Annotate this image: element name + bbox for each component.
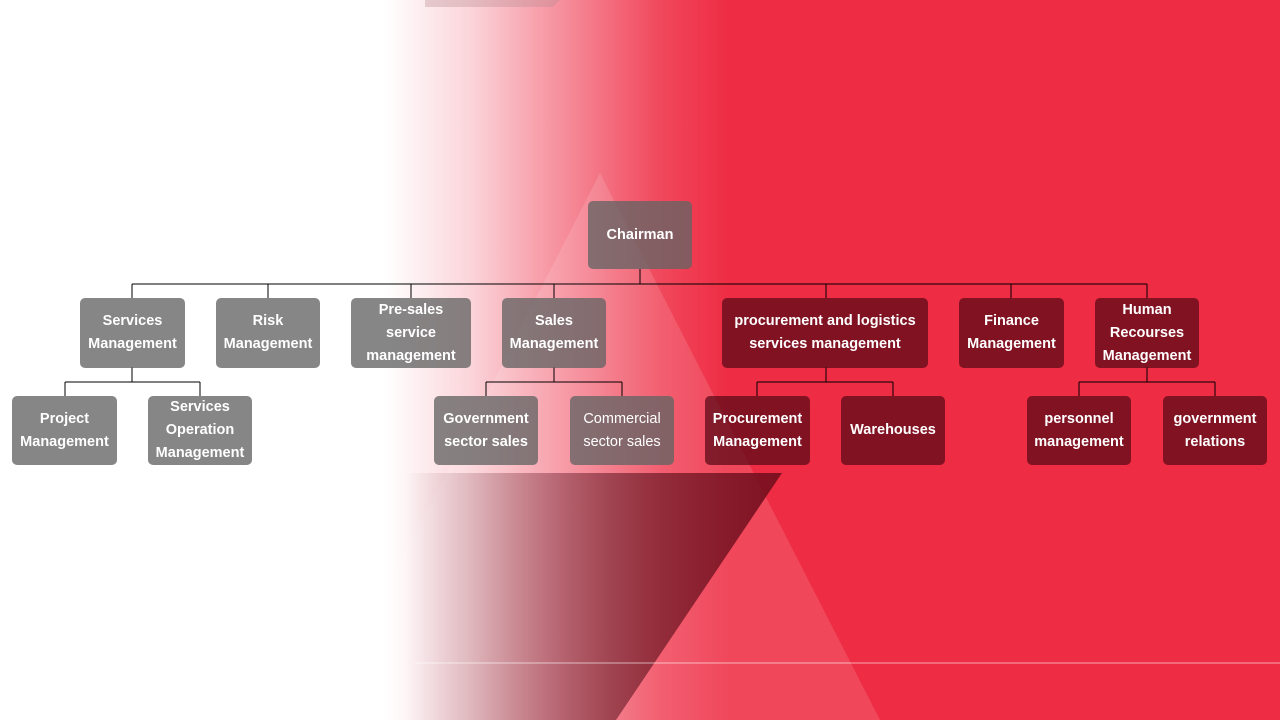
node-human-recourses-management: Human Recourses Management <box>1095 298 1199 368</box>
node-chairman: Chairman <box>588 201 692 269</box>
node-pre-sales-service-management: Pre-sales service management <box>351 298 471 368</box>
node-procurement-logistics-management: procurement and logistics services manag… <box>722 298 928 368</box>
top-corner-shape <box>425 0 560 7</box>
node-government-relations: government relations <box>1163 396 1267 465</box>
node-warehouses: Warehouses <box>841 396 945 465</box>
node-commercial-sector-sales: Commercial sector sales <box>570 396 674 465</box>
node-project-management: Project Management <box>12 396 117 465</box>
dark-triangle-shape <box>405 473 782 720</box>
node-personnel-management: personnel management <box>1027 396 1131 465</box>
node-risk-management: Risk Management <box>216 298 320 368</box>
node-finance-management: Finance Management <box>959 298 1064 368</box>
node-government-sector-sales: Government sector sales <box>434 396 538 465</box>
node-procurement-management: Procurement Management <box>705 396 810 465</box>
node-sales-management: Sales Management <box>502 298 606 368</box>
node-services-operation-management: Services Operation Management <box>148 396 252 465</box>
node-services-management: Services Management <box>80 298 185 368</box>
